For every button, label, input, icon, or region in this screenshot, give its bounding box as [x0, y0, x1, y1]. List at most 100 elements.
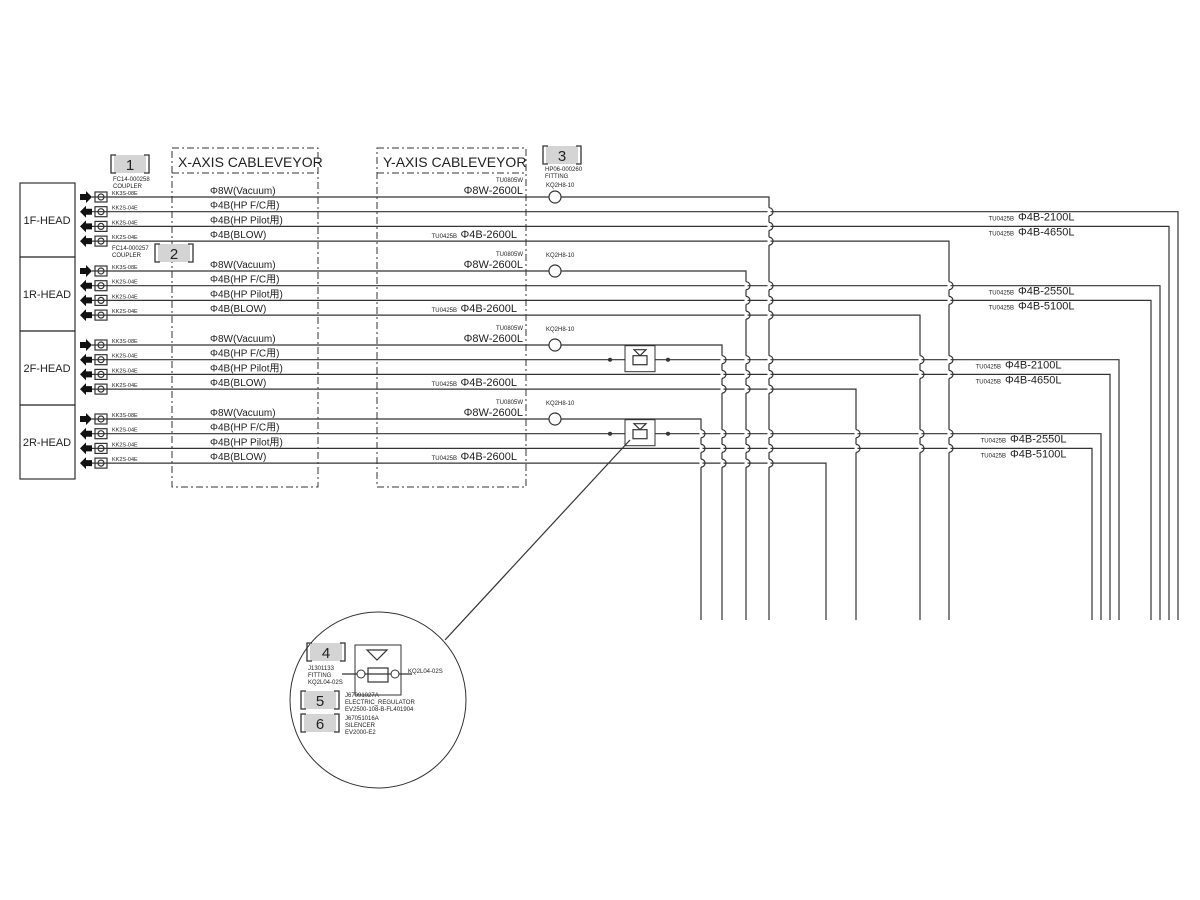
hop-gap	[767, 370, 771, 379]
hop-gap	[918, 429, 922, 438]
fitting-label: KK2S-04E	[112, 235, 138, 241]
line-label: Φ4B(HP Pilot用)	[210, 363, 283, 374]
hop-gap	[767, 459, 771, 468]
tag-4-part: J1301133	[308, 666, 335, 672]
hop-arc	[855, 429, 861, 439]
arrow-out-icon	[80, 353, 92, 366]
callout-leader	[444, 439, 631, 641]
fitting-label: KK3S-08E	[112, 413, 138, 419]
fitting-label: KK2S-04E	[112, 309, 138, 315]
right-tube-length: Φ4B-5100L	[1010, 448, 1066, 460]
tag-2-bracket	[154, 243, 194, 263]
detail-body	[367, 667, 389, 683]
fitting-kq2h8-icon	[548, 190, 562, 204]
head-box	[19, 404, 76, 480]
hop-gap	[767, 355, 771, 364]
blow-tube-length: Φ4B-2600L	[461, 303, 517, 315]
hop-arc	[745, 384, 751, 394]
arrow-out-icon	[80, 442, 92, 455]
fitting-label: KK3S-08E	[112, 265, 138, 271]
hop-arc	[919, 355, 925, 365]
detail-valve	[365, 649, 389, 661]
hop-arc	[768, 384, 774, 394]
right-tube-length: Φ4B-2100L	[1018, 212, 1074, 224]
arrow-in-icon	[80, 339, 92, 351]
tube-line	[92, 299, 1152, 620]
vac-fitting-model: KQ2H8-10	[546, 183, 575, 189]
tag-6-bg	[304, 714, 336, 732]
vac-tube-part: TU0805W	[496, 400, 523, 406]
tube-line	[92, 196, 770, 620]
hop-arc	[948, 369, 954, 379]
arrow-out-icon	[80, 309, 92, 322]
tube-line	[92, 418, 702, 620]
hop-arc	[948, 429, 954, 439]
hop-gap	[918, 370, 922, 379]
tube-line	[92, 314, 921, 620]
hop-gap	[720, 355, 724, 364]
tag-5-bracket	[300, 690, 340, 710]
hop-gap	[744, 385, 748, 394]
arrow-out-icon	[80, 383, 92, 396]
arrow-out-icon	[80, 368, 92, 381]
tube-line	[92, 447, 1093, 620]
hop-arc	[700, 458, 706, 468]
hop-arc	[948, 281, 954, 291]
tag-2-bg	[158, 244, 190, 262]
arrow-out-icon	[80, 457, 92, 470]
vac-fitting-model: KQ2H8-10	[546, 327, 575, 333]
line-label: Φ4B(BLOW)	[210, 378, 266, 389]
tag-5: 5	[316, 693, 324, 710]
right-tube-length: Φ4B-4650L	[1005, 374, 1061, 386]
hop-arc	[721, 369, 727, 379]
right-tube-length: Φ4B-5100L	[1018, 300, 1074, 312]
tube-line	[92, 211, 1179, 620]
hop-arc	[700, 443, 706, 453]
hop-gap	[699, 459, 703, 468]
vac-fitting-model: KQ2H8-10	[546, 253, 575, 259]
hop-arc	[855, 443, 861, 453]
line-label: Φ8W(Vacuum)	[210, 408, 276, 419]
hop-gap	[744, 355, 748, 364]
hop-gap	[699, 444, 703, 453]
hop-gap	[744, 429, 748, 438]
junction-dot	[666, 431, 670, 436]
hop-gap	[720, 444, 724, 453]
vac-fitting-model: KQ2H8-10	[546, 401, 575, 407]
hop-gap	[767, 311, 771, 320]
tube-line	[92, 433, 1102, 620]
hop-arc	[745, 429, 751, 439]
head-label: 1R-HEAD	[23, 289, 71, 301]
line-label: Φ4B(HP F/C用)	[210, 275, 279, 286]
hop-arc	[768, 221, 774, 231]
fitting-label: KK3S-08E	[112, 339, 138, 345]
right-tube-part: TU0425B	[981, 453, 1006, 459]
hop-gap	[767, 296, 771, 305]
fitting-label: KK2S-04E	[112, 442, 138, 448]
hop-arc	[768, 458, 774, 468]
line-label: Φ8W(Vacuum)	[210, 186, 276, 197]
right-tube-length: Φ4B-2550L	[1018, 286, 1074, 298]
hop-arc	[745, 310, 751, 320]
line-label: Φ4B(HP F/C用)	[210, 349, 279, 360]
y-cableveyor-box	[376, 147, 527, 488]
right-tube-part: TU0425B	[976, 379, 1001, 385]
line-label: Φ4B(HP F/C用)	[210, 201, 279, 212]
junction-dot	[608, 357, 612, 362]
hop-gap	[744, 444, 748, 453]
tag-3-part: HP06-000260	[545, 167, 583, 173]
hop-arc	[919, 369, 925, 379]
tag-5-model: EV2500-108-B-FL401904	[345, 707, 414, 713]
detail-fitting-right	[390, 669, 400, 679]
blow-tube-length: Φ4B-2600L	[461, 229, 517, 241]
regulator-valve	[632, 423, 648, 431]
hop-arc	[721, 458, 727, 468]
tag-5-bg	[304, 691, 336, 709]
tag-4-bg	[310, 643, 342, 661]
line-label: Φ8W(Vacuum)	[210, 260, 276, 271]
tube-line	[92, 225, 1170, 620]
hop-gap	[947, 370, 951, 379]
hop-gap	[767, 444, 771, 453]
hop-gap	[767, 207, 771, 216]
